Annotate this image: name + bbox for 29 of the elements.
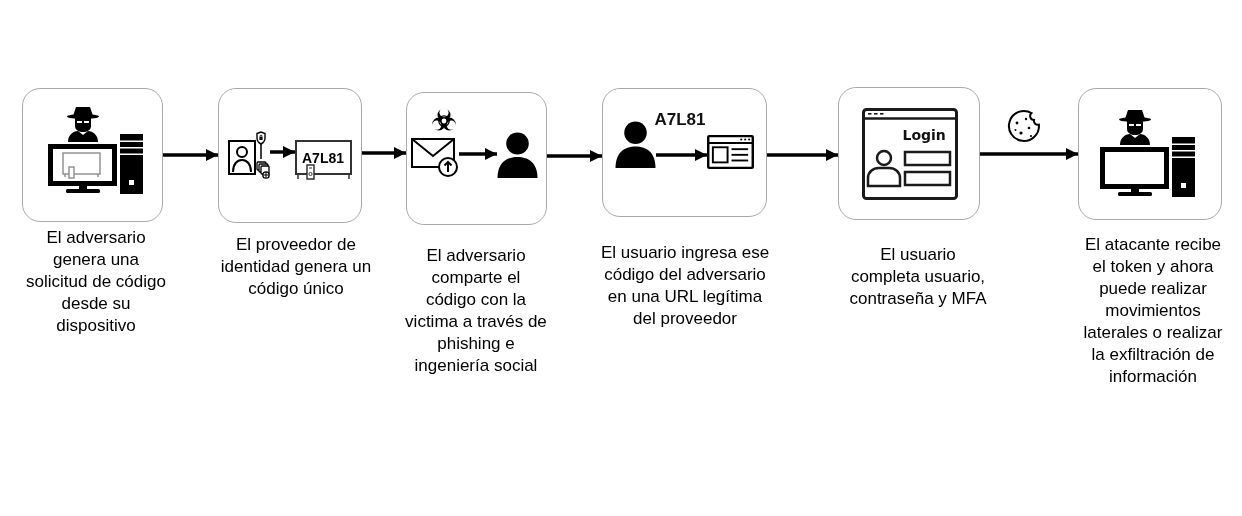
step-card <box>602 88 767 217</box>
code-text: A7L81 <box>302 149 344 166</box>
id-card-icon <box>227 130 270 181</box>
envelope-biohazard-icon <box>410 105 459 179</box>
step-caption: El adversario genera una solicitud de código desde su dispositivo <box>25 227 167 337</box>
person-icon <box>614 120 656 168</box>
login-text: Login <box>902 126 946 143</box>
arrow <box>459 148 497 160</box>
step-caption: El adversario comparte el código con la victima a través de phishing e ingeniería social <box>404 245 548 377</box>
arrow <box>767 149 838 161</box>
step-card <box>218 88 362 223</box>
arrow <box>656 149 707 161</box>
code-text: A7L81 <box>654 109 706 130</box>
arrow <box>270 146 295 158</box>
step-card <box>22 88 163 222</box>
arrow <box>980 148 1078 160</box>
step-card <box>1078 88 1222 220</box>
step-card <box>406 92 547 225</box>
step-caption: El usuario completa usuario, contraseña y MFA <box>848 244 988 310</box>
browser-window-icon <box>706 134 754 169</box>
step-caption: El atacante recibe el token y ahora puede realizar movimientos laterales o realizar la exfiltración de información <box>1082 234 1224 388</box>
step-card <box>838 87 980 220</box>
arrow <box>163 149 218 161</box>
step-caption: El proveedor de identidad genera un código único <box>219 234 373 300</box>
step-caption: El usuario ingresa ese código del adversario en una URL legítima del proveedor <box>599 242 771 330</box>
person-icon <box>496 131 538 178</box>
arrow <box>547 150 602 162</box>
arrow <box>362 147 406 159</box>
monitor-screen <box>294 139 352 175</box>
